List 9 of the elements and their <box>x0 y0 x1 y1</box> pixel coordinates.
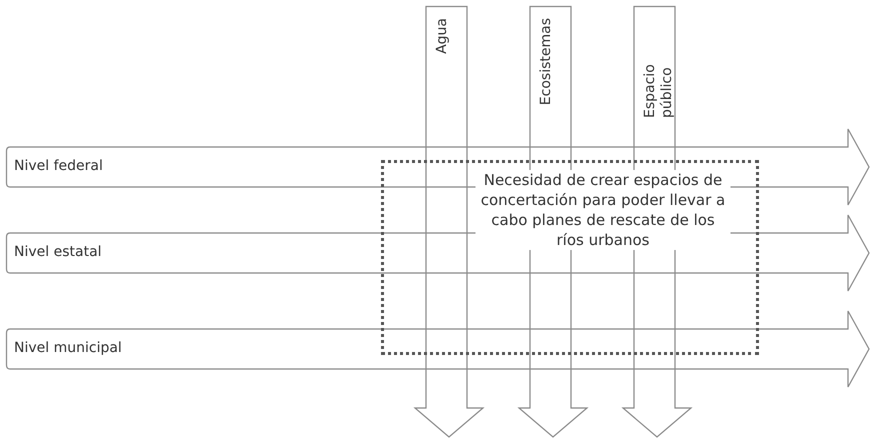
arrow-label: Agua <box>434 18 451 54</box>
arrow-label: Ecosistemas <box>538 18 555 106</box>
statement-text: Necesidad de crear espacios de concertación para poder llevar a cabo planes de rescate de los ríos urbanos <box>476 170 730 250</box>
arrow-label: Espacio público <box>642 63 676 118</box>
arrow-label: Nivel municipal <box>14 340 122 357</box>
arrow-label: Nivel federal <box>14 158 103 175</box>
arrow-label: Nivel estatal <box>14 244 102 261</box>
dotted-frame <box>381 160 759 355</box>
arrow-shape <box>6 310 870 388</box>
